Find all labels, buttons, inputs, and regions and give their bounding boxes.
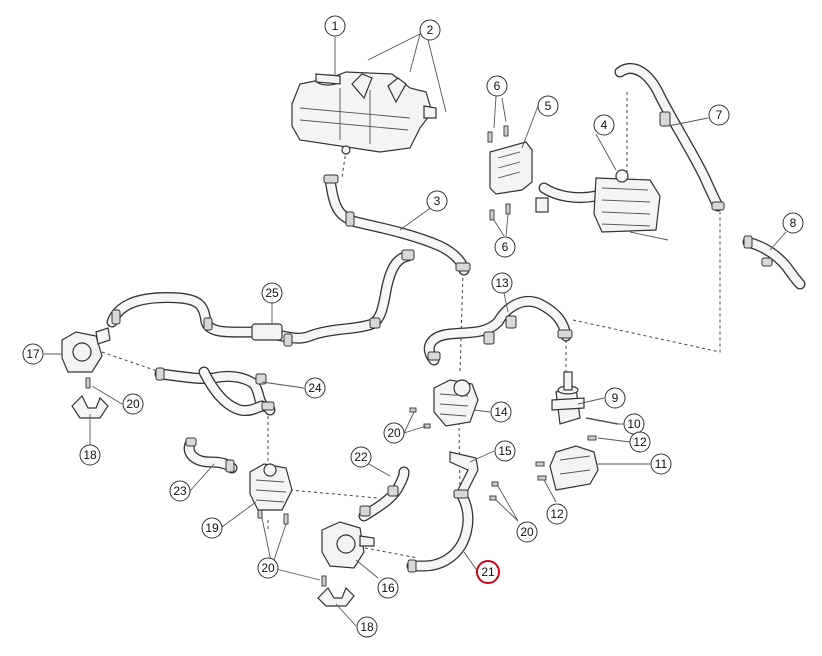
callout-11: 11 bbox=[650, 453, 672, 475]
svg-text:20: 20 bbox=[126, 397, 140, 411]
svg-text:12: 12 bbox=[550, 507, 564, 521]
valve-9 bbox=[551, 371, 585, 425]
callout-22: 22 bbox=[350, 446, 372, 468]
callout-15: 15 bbox=[494, 440, 516, 462]
svg-text:18: 18 bbox=[83, 448, 97, 462]
hose-24 bbox=[154, 366, 276, 416]
hose-25 bbox=[106, 249, 415, 347]
callout-20-left: 20 bbox=[122, 393, 144, 415]
svg-text:10: 10 bbox=[627, 417, 641, 431]
bracket-18-upper bbox=[71, 394, 109, 419]
svg-text:6: 6 bbox=[502, 240, 509, 254]
bolts-12 bbox=[535, 435, 597, 481]
svg-text:20: 20 bbox=[520, 525, 534, 539]
leader-lines bbox=[44, 33, 787, 627]
svg-text:22: 22 bbox=[354, 450, 368, 464]
svg-text:1: 1 bbox=[332, 19, 339, 33]
callout-20-right: 20 bbox=[516, 521, 538, 543]
callout-12-lower: 12 bbox=[546, 503, 568, 525]
callout-9: 9 bbox=[604, 387, 626, 409]
callout-17: 17 bbox=[22, 343, 44, 365]
svg-text:6: 6 bbox=[494, 79, 501, 93]
callout-labels: 1 2 3 4 5 6 6 7 8 9 10 11 12 12 13 14 15… bbox=[22, 15, 804, 638]
callout-25: 25 bbox=[261, 282, 283, 304]
callout-20-bottom: 20 bbox=[257, 557, 279, 579]
upper-coolant-hose bbox=[323, 174, 471, 276]
assembly-guide-lines bbox=[101, 92, 721, 559]
bracket-18-lower bbox=[317, 575, 355, 607]
callout-18-upper: 18 bbox=[79, 444, 101, 466]
callout-14: 14 bbox=[490, 401, 512, 423]
callout-3: 3 bbox=[426, 190, 448, 212]
callout-18-lower: 18 bbox=[356, 616, 378, 638]
hose-22 bbox=[358, 466, 410, 522]
svg-text:20: 20 bbox=[387, 426, 401, 440]
svg-text:23: 23 bbox=[173, 484, 187, 498]
callout-6-bottom: 6 bbox=[494, 236, 516, 258]
callout-24: 24 bbox=[304, 377, 326, 399]
hose-8 bbox=[742, 235, 806, 290]
pin-10 bbox=[585, 417, 619, 425]
svg-text:19: 19 bbox=[205, 521, 219, 535]
pump-14 bbox=[409, 379, 479, 429]
svg-text:12: 12 bbox=[633, 435, 647, 449]
svg-text:3: 3 bbox=[434, 194, 441, 208]
pump-17 bbox=[61, 327, 111, 373]
callout-20-center: 20 bbox=[383, 422, 405, 444]
callout-8: 8 bbox=[782, 212, 804, 234]
pump-16 bbox=[321, 521, 375, 569]
svg-text:9: 9 bbox=[612, 391, 619, 405]
svg-text:24: 24 bbox=[308, 381, 322, 395]
callout-19: 19 bbox=[201, 517, 223, 539]
svg-text:17: 17 bbox=[26, 347, 40, 361]
svg-text:15: 15 bbox=[498, 444, 512, 458]
svg-text:4: 4 bbox=[601, 118, 608, 132]
callout-1: 1 bbox=[324, 15, 346, 37]
callout-12-upper: 12 bbox=[629, 431, 651, 453]
expansion-tank bbox=[291, 71, 437, 155]
hose-13 bbox=[423, 295, 573, 366]
callout-16: 16 bbox=[377, 577, 399, 599]
callout-7: 7 bbox=[708, 104, 730, 126]
svg-text:14: 14 bbox=[494, 405, 508, 419]
callout-4: 4 bbox=[593, 114, 615, 136]
callout-2: 2 bbox=[419, 19, 441, 41]
callout-10: 10 bbox=[623, 413, 645, 435]
bracket-5 bbox=[487, 125, 533, 221]
svg-text:25: 25 bbox=[265, 286, 279, 300]
svg-text:21: 21 bbox=[481, 565, 495, 579]
svg-text:8: 8 bbox=[790, 216, 797, 230]
svg-text:20: 20 bbox=[261, 561, 275, 575]
pump-19 bbox=[249, 463, 293, 511]
bracket-11 bbox=[549, 445, 599, 491]
callout-23: 23 bbox=[169, 480, 191, 502]
callout-6-top: 6 bbox=[486, 75, 508, 97]
svg-text:16: 16 bbox=[381, 581, 395, 595]
hose-7 bbox=[614, 62, 725, 212]
hose-21 bbox=[406, 489, 474, 573]
svg-text:5: 5 bbox=[545, 99, 552, 113]
callout-5: 5 bbox=[537, 95, 559, 117]
heater-unit bbox=[535, 169, 669, 241]
svg-text:7: 7 bbox=[716, 108, 723, 122]
svg-text:13: 13 bbox=[495, 276, 509, 290]
svg-text:11: 11 bbox=[655, 457, 668, 471]
callout-13: 13 bbox=[491, 272, 513, 294]
hose-23 bbox=[183, 437, 238, 474]
svg-text:2: 2 bbox=[427, 23, 434, 37]
svg-text:18: 18 bbox=[360, 620, 374, 634]
callout-21-highlighted: 21 bbox=[476, 560, 500, 584]
